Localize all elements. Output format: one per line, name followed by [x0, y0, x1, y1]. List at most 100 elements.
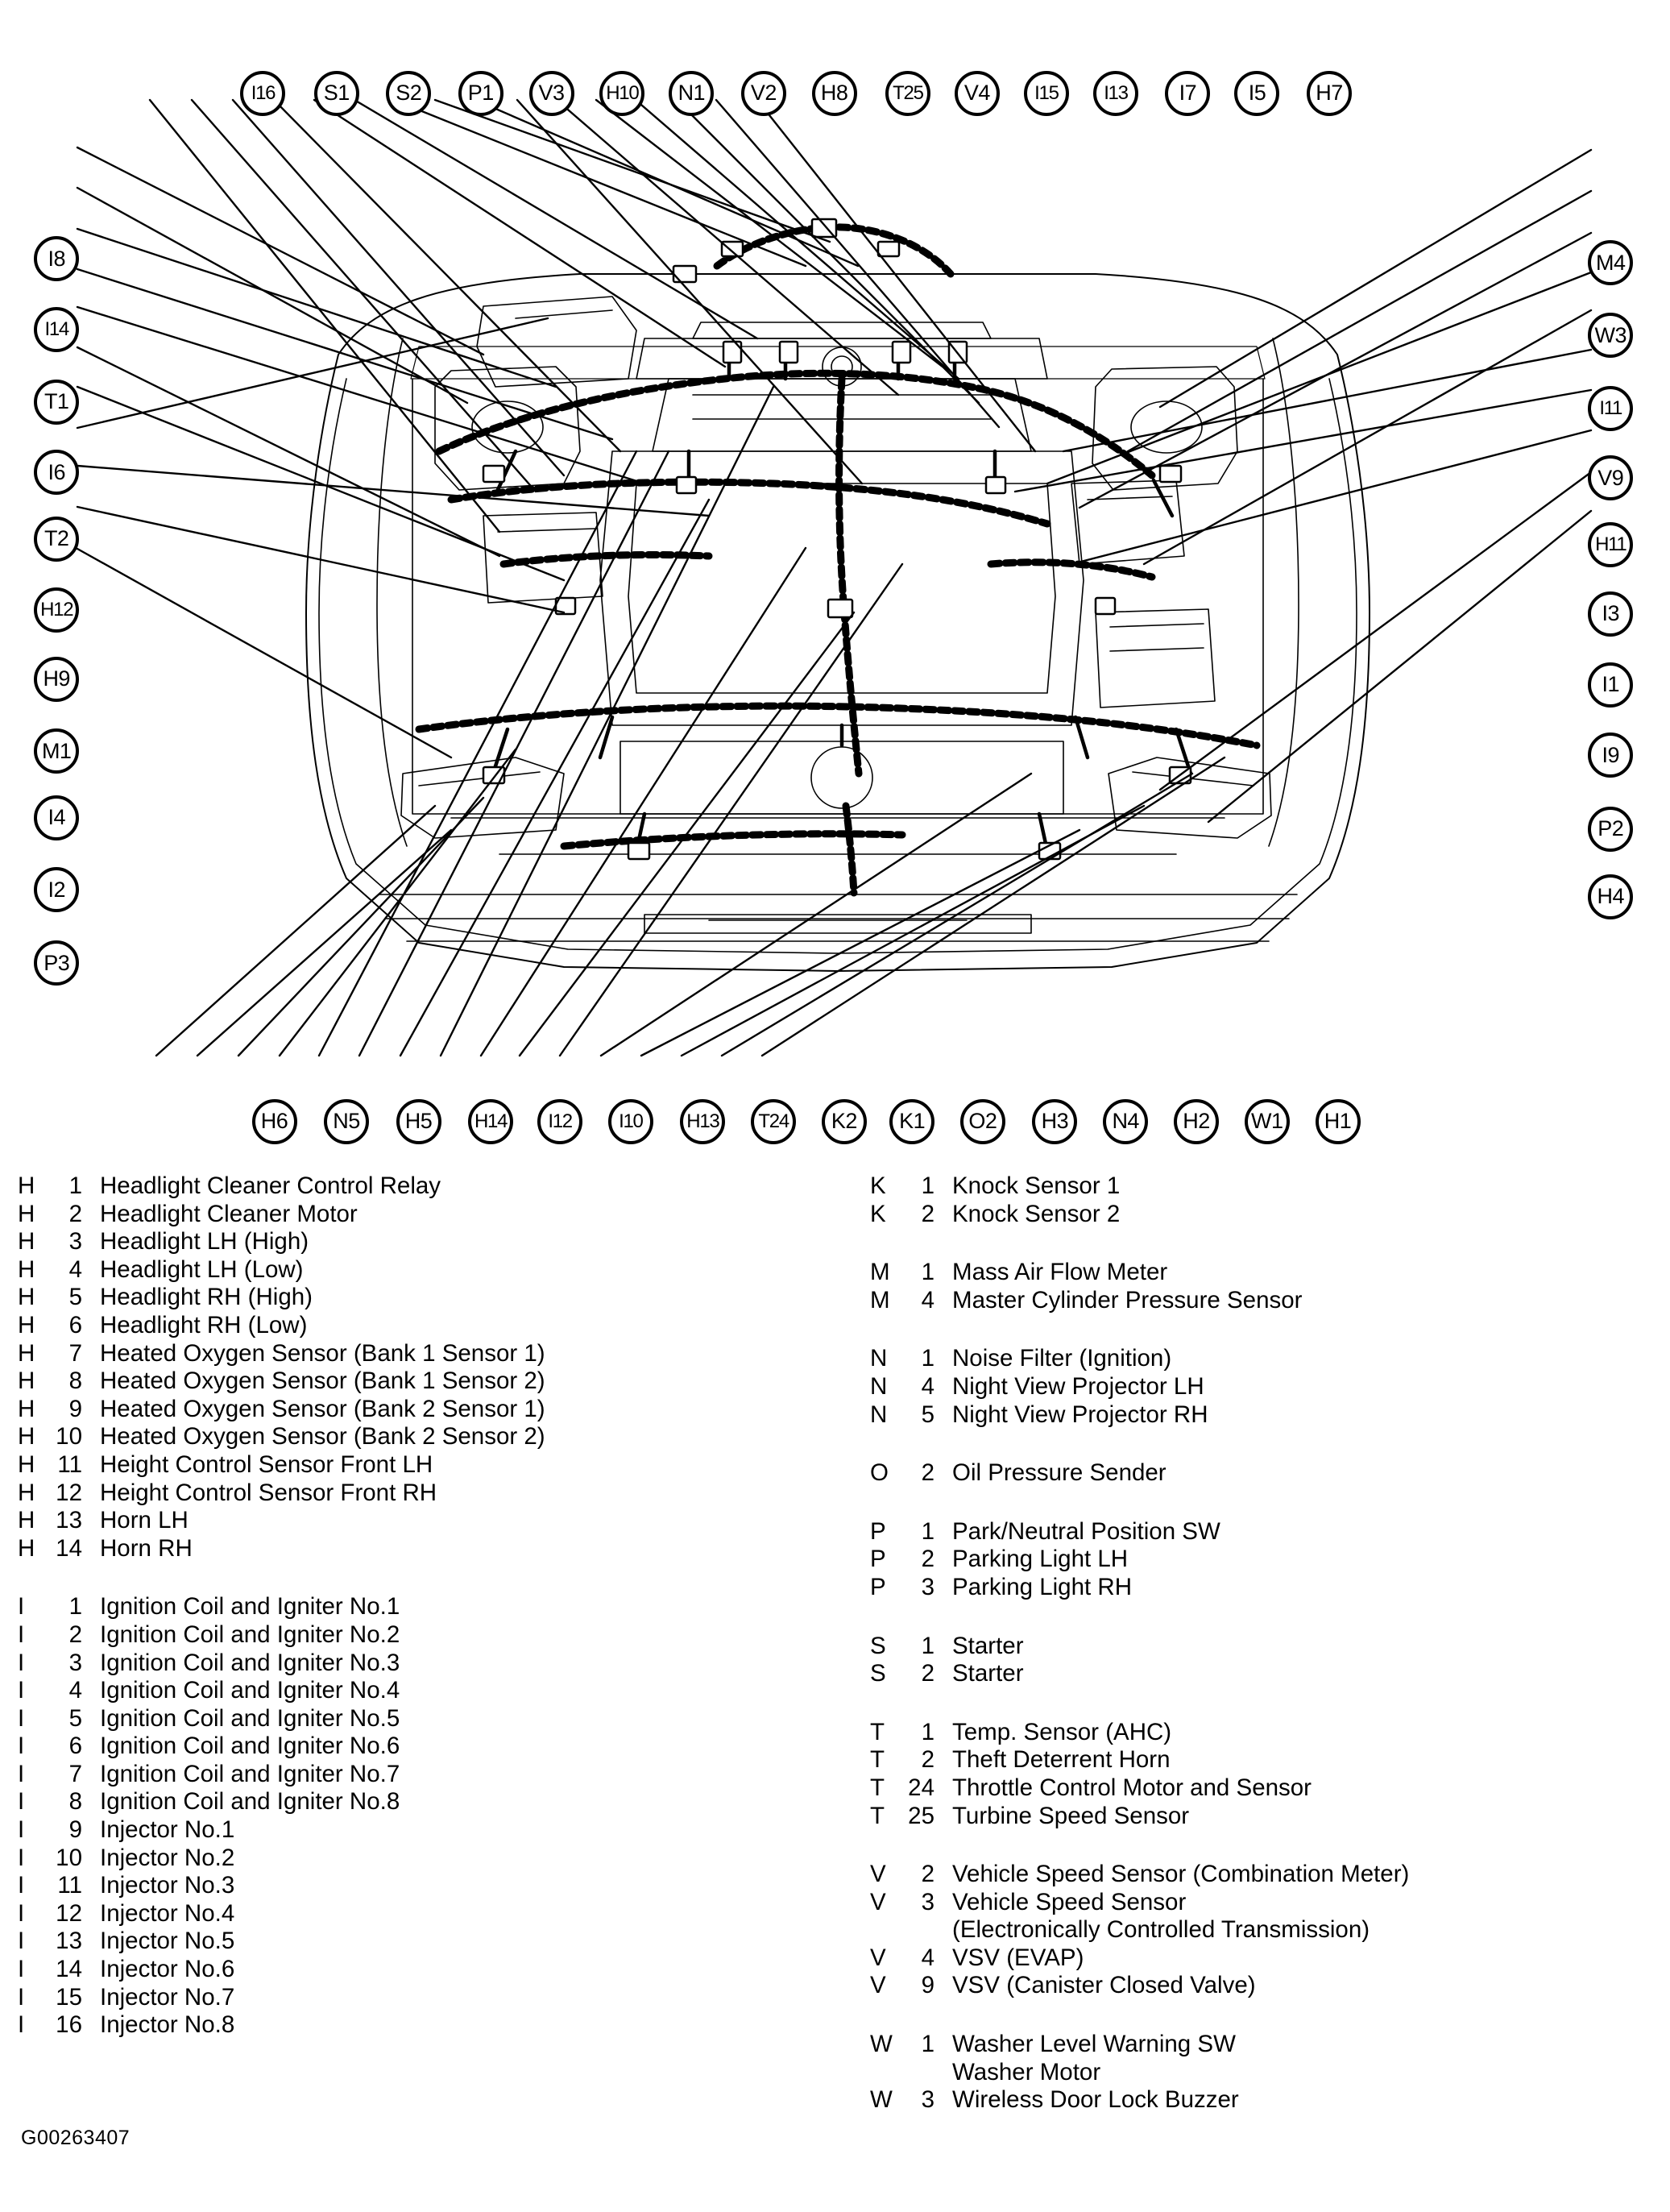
- callout-i10[interactable]: I10: [607, 1098, 653, 1144]
- legend-description: Injector No.5: [100, 1928, 235, 1955]
- legend-code-number: 6: [68, 1311, 82, 1338]
- legend-code-number: 11: [57, 1872, 82, 1899]
- callout-m4[interactable]: M4: [1588, 240, 1634, 286]
- callout-h5[interactable]: H5: [396, 1098, 441, 1144]
- callout-h11[interactable]: H11: [1588, 521, 1634, 567]
- legend-code-letter: I: [18, 1704, 25, 1732]
- legend-description: Park/Neutral Position SW: [952, 1517, 1220, 1545]
- legend-code-letter: W: [870, 2031, 893, 2058]
- callout-i16[interactable]: I16: [240, 70, 286, 116]
- legend-description: Height Control Sensor Front LH: [100, 1450, 433, 1478]
- callout-i7[interactable]: I7: [1165, 70, 1211, 116]
- callout-v4[interactable]: V4: [954, 70, 1000, 116]
- callout-h7[interactable]: H7: [1306, 70, 1352, 116]
- callout-h4[interactable]: H4: [1588, 874, 1634, 919]
- callout-w1[interactable]: W1: [1244, 1098, 1290, 1144]
- callout-t2[interactable]: T2: [34, 516, 80, 562]
- callout-i14[interactable]: I14: [34, 306, 80, 352]
- callout-o2[interactable]: O2: [959, 1098, 1005, 1144]
- legend-code-number: 6: [68, 1733, 82, 1760]
- callout-i11[interactable]: I11: [1588, 386, 1634, 432]
- callout-w3[interactable]: W3: [1588, 313, 1634, 358]
- callout-i4[interactable]: I4: [34, 795, 80, 840]
- legend-description: Turbine Speed Sensor: [952, 1802, 1190, 1829]
- legend-code-number: 13: [56, 1928, 82, 1955]
- legend-description: Vehicle Speed Sensor: [952, 1888, 1187, 1915]
- legend-code-number: 9: [921, 1972, 934, 1999]
- callout-m1[interactable]: M1: [34, 728, 80, 774]
- legend-code-number: 3: [68, 1228, 82, 1255]
- legend-code-number: 1: [921, 1632, 934, 1659]
- legend-code-number: 1: [921, 2031, 934, 2058]
- callout-i6[interactable]: I6: [34, 450, 80, 496]
- callout-i13[interactable]: I13: [1092, 70, 1138, 116]
- callout-t1[interactable]: T1: [34, 379, 80, 425]
- legend-description: Injector No.3: [100, 1872, 235, 1899]
- callout-h8[interactable]: H8: [811, 70, 857, 116]
- callout-h1[interactable]: H1: [1315, 1098, 1361, 1144]
- legend-code-number: 4: [921, 1944, 934, 1971]
- callout-h9[interactable]: H9: [34, 656, 80, 702]
- callout-i15[interactable]: I15: [1023, 70, 1069, 116]
- callout-i1[interactable]: I1: [1588, 662, 1634, 708]
- callout-p2[interactable]: P2: [1588, 806, 1634, 852]
- legend-description: Headlight RH (High): [100, 1284, 313, 1311]
- callout-n4[interactable]: N4: [1103, 1098, 1149, 1144]
- callout-t24[interactable]: T24: [751, 1098, 797, 1144]
- callout-h6[interactable]: H6: [251, 1098, 297, 1144]
- legend-code-number: 2: [921, 1459, 934, 1487]
- callout-h14[interactable]: H14: [468, 1098, 514, 1144]
- legend-code-number: 14: [56, 1956, 82, 1983]
- legend-code-letter: I: [18, 1872, 25, 1899]
- legend-description: Oil Pressure Sender: [952, 1459, 1167, 1487]
- legend-description: Heated Oxygen Sensor (Bank 2 Sensor 2): [100, 1423, 545, 1450]
- callout-h12[interactable]: H12: [34, 587, 80, 633]
- legend-code-number: 2: [68, 1200, 82, 1227]
- callout-i8[interactable]: I8: [34, 236, 80, 282]
- legend-description: Night View Projector RH: [952, 1401, 1208, 1428]
- legend-code-number: 13: [56, 1507, 82, 1534]
- legend-description: Starter: [952, 1660, 1024, 1687]
- callout-n5[interactable]: N5: [324, 1098, 370, 1144]
- legend-code-letter: I: [18, 1899, 25, 1927]
- legend-description: Injector No.7: [100, 1983, 235, 2011]
- legend-description: Ignition Coil and Igniter No.7: [100, 1760, 400, 1787]
- callout-p1[interactable]: P1: [458, 70, 503, 116]
- callout-s1[interactable]: S1: [313, 70, 359, 116]
- legend-code-letter: I: [18, 1733, 25, 1760]
- callout-i12[interactable]: I12: [537, 1098, 583, 1144]
- legend-code-letter: T: [870, 1802, 885, 1829]
- callout-i9[interactable]: I9: [1588, 732, 1634, 778]
- callout-t25[interactable]: T25: [885, 70, 930, 116]
- callout-i3[interactable]: I3: [1588, 591, 1634, 637]
- callout-i5[interactable]: I5: [1234, 70, 1280, 116]
- callout-h2[interactable]: H2: [1173, 1098, 1219, 1144]
- callout-v2[interactable]: V2: [740, 70, 786, 116]
- legend-code-number: 3: [921, 1888, 934, 1915]
- callout-i2[interactable]: I2: [34, 867, 80, 913]
- callout-p3[interactable]: P3: [34, 940, 80, 986]
- legend-description: Injector No.8: [100, 2011, 235, 2039]
- callout-h3[interactable]: H3: [1032, 1098, 1078, 1144]
- callout-n1[interactable]: N1: [669, 70, 715, 116]
- callout-v3[interactable]: V3: [528, 70, 574, 116]
- callout-v9[interactable]: V9: [1588, 455, 1634, 501]
- legend-row: Washer Motor: [870, 2059, 1668, 2087]
- callout-k1[interactable]: K1: [889, 1098, 935, 1144]
- legend-code-number: 5: [921, 1401, 934, 1428]
- legend-description: Parking Light RH: [952, 1573, 1132, 1600]
- callout-h13[interactable]: H13: [680, 1098, 726, 1144]
- callout-s2[interactable]: S2: [386, 70, 432, 116]
- callout-h10[interactable]: H10: [599, 70, 645, 116]
- callout-k2[interactable]: K2: [821, 1098, 867, 1144]
